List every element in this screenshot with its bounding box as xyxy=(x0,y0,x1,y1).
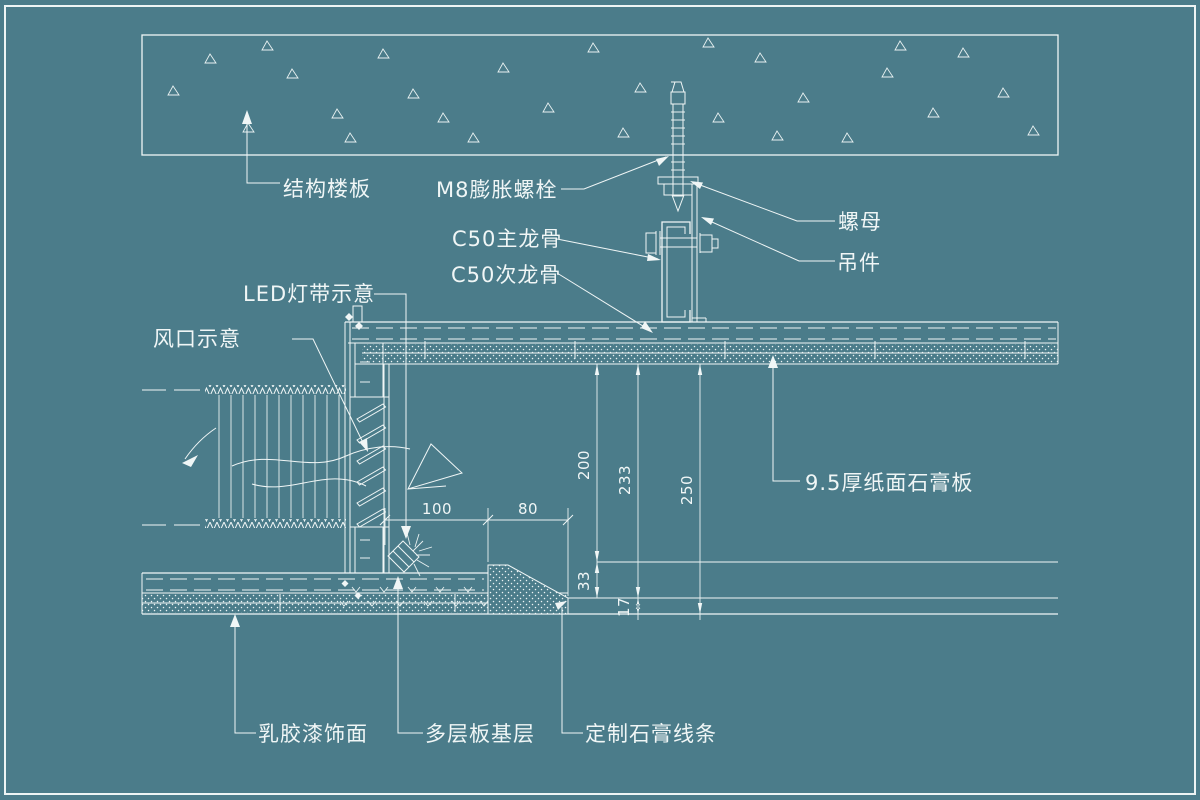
leader-lines xyxy=(230,110,835,734)
hanger-cross-bolt xyxy=(645,231,719,255)
hanger-bracket xyxy=(691,184,707,322)
label-expansion-bolt: M8膨胀螺栓 xyxy=(436,178,557,202)
cove-bulkhead xyxy=(344,322,390,574)
panel-joint-ticks xyxy=(424,341,1026,359)
label-air-vent: 风口示意 xyxy=(153,327,241,351)
upper-ceiling xyxy=(345,305,1059,365)
gypsum-molding xyxy=(487,564,569,615)
label-latex-paint: 乳胶漆饰面 xyxy=(258,722,368,746)
dimensions: 200 233 250 33 17 100 80 xyxy=(379,364,703,620)
dim-molding-rise: 33 xyxy=(575,571,593,591)
label-led-strip: LED灯带示意 xyxy=(243,282,375,306)
label-plywood-base: 多层板基层 xyxy=(425,722,535,746)
aggregate-triangles xyxy=(167,37,1040,143)
label-gypsum-molding: 定制石膏线条 xyxy=(585,722,717,746)
vent-louvers xyxy=(356,403,387,528)
dim-cove-height: 200 xyxy=(575,450,593,480)
label-hanger: 吊件 xyxy=(837,251,881,275)
label-gypsum-board: 9.5厚纸面石膏板 xyxy=(805,471,973,495)
label-nut: 螺母 xyxy=(838,210,882,234)
label-main-runner: C50主龙骨 xyxy=(452,227,562,251)
air-direction-triangle xyxy=(407,443,463,490)
led-fixture xyxy=(387,532,433,577)
flexible-duct xyxy=(142,385,346,528)
airflow-arrows xyxy=(182,427,463,490)
dim-molding-width: 80 xyxy=(518,500,538,518)
label-structural-slab: 结构楼板 xyxy=(283,177,371,201)
lower-ceiling xyxy=(141,561,1058,615)
structural-slab xyxy=(141,34,1059,156)
label-sub-runner: C50次龙骨 xyxy=(451,263,561,287)
text-labels: 结构楼板 M8膨胀螺栓 螺母 吊件 C50主龙骨 C50次龙骨 LED灯带示意 … xyxy=(153,177,973,746)
light-rays xyxy=(406,532,433,577)
dim-total-drop: 250 xyxy=(678,475,696,505)
main-runner-channel xyxy=(661,221,691,323)
dim-step-height: 233 xyxy=(616,465,634,495)
dim-cove-width: 100 xyxy=(422,500,452,518)
dim-board-thickness: 17 xyxy=(615,597,633,617)
